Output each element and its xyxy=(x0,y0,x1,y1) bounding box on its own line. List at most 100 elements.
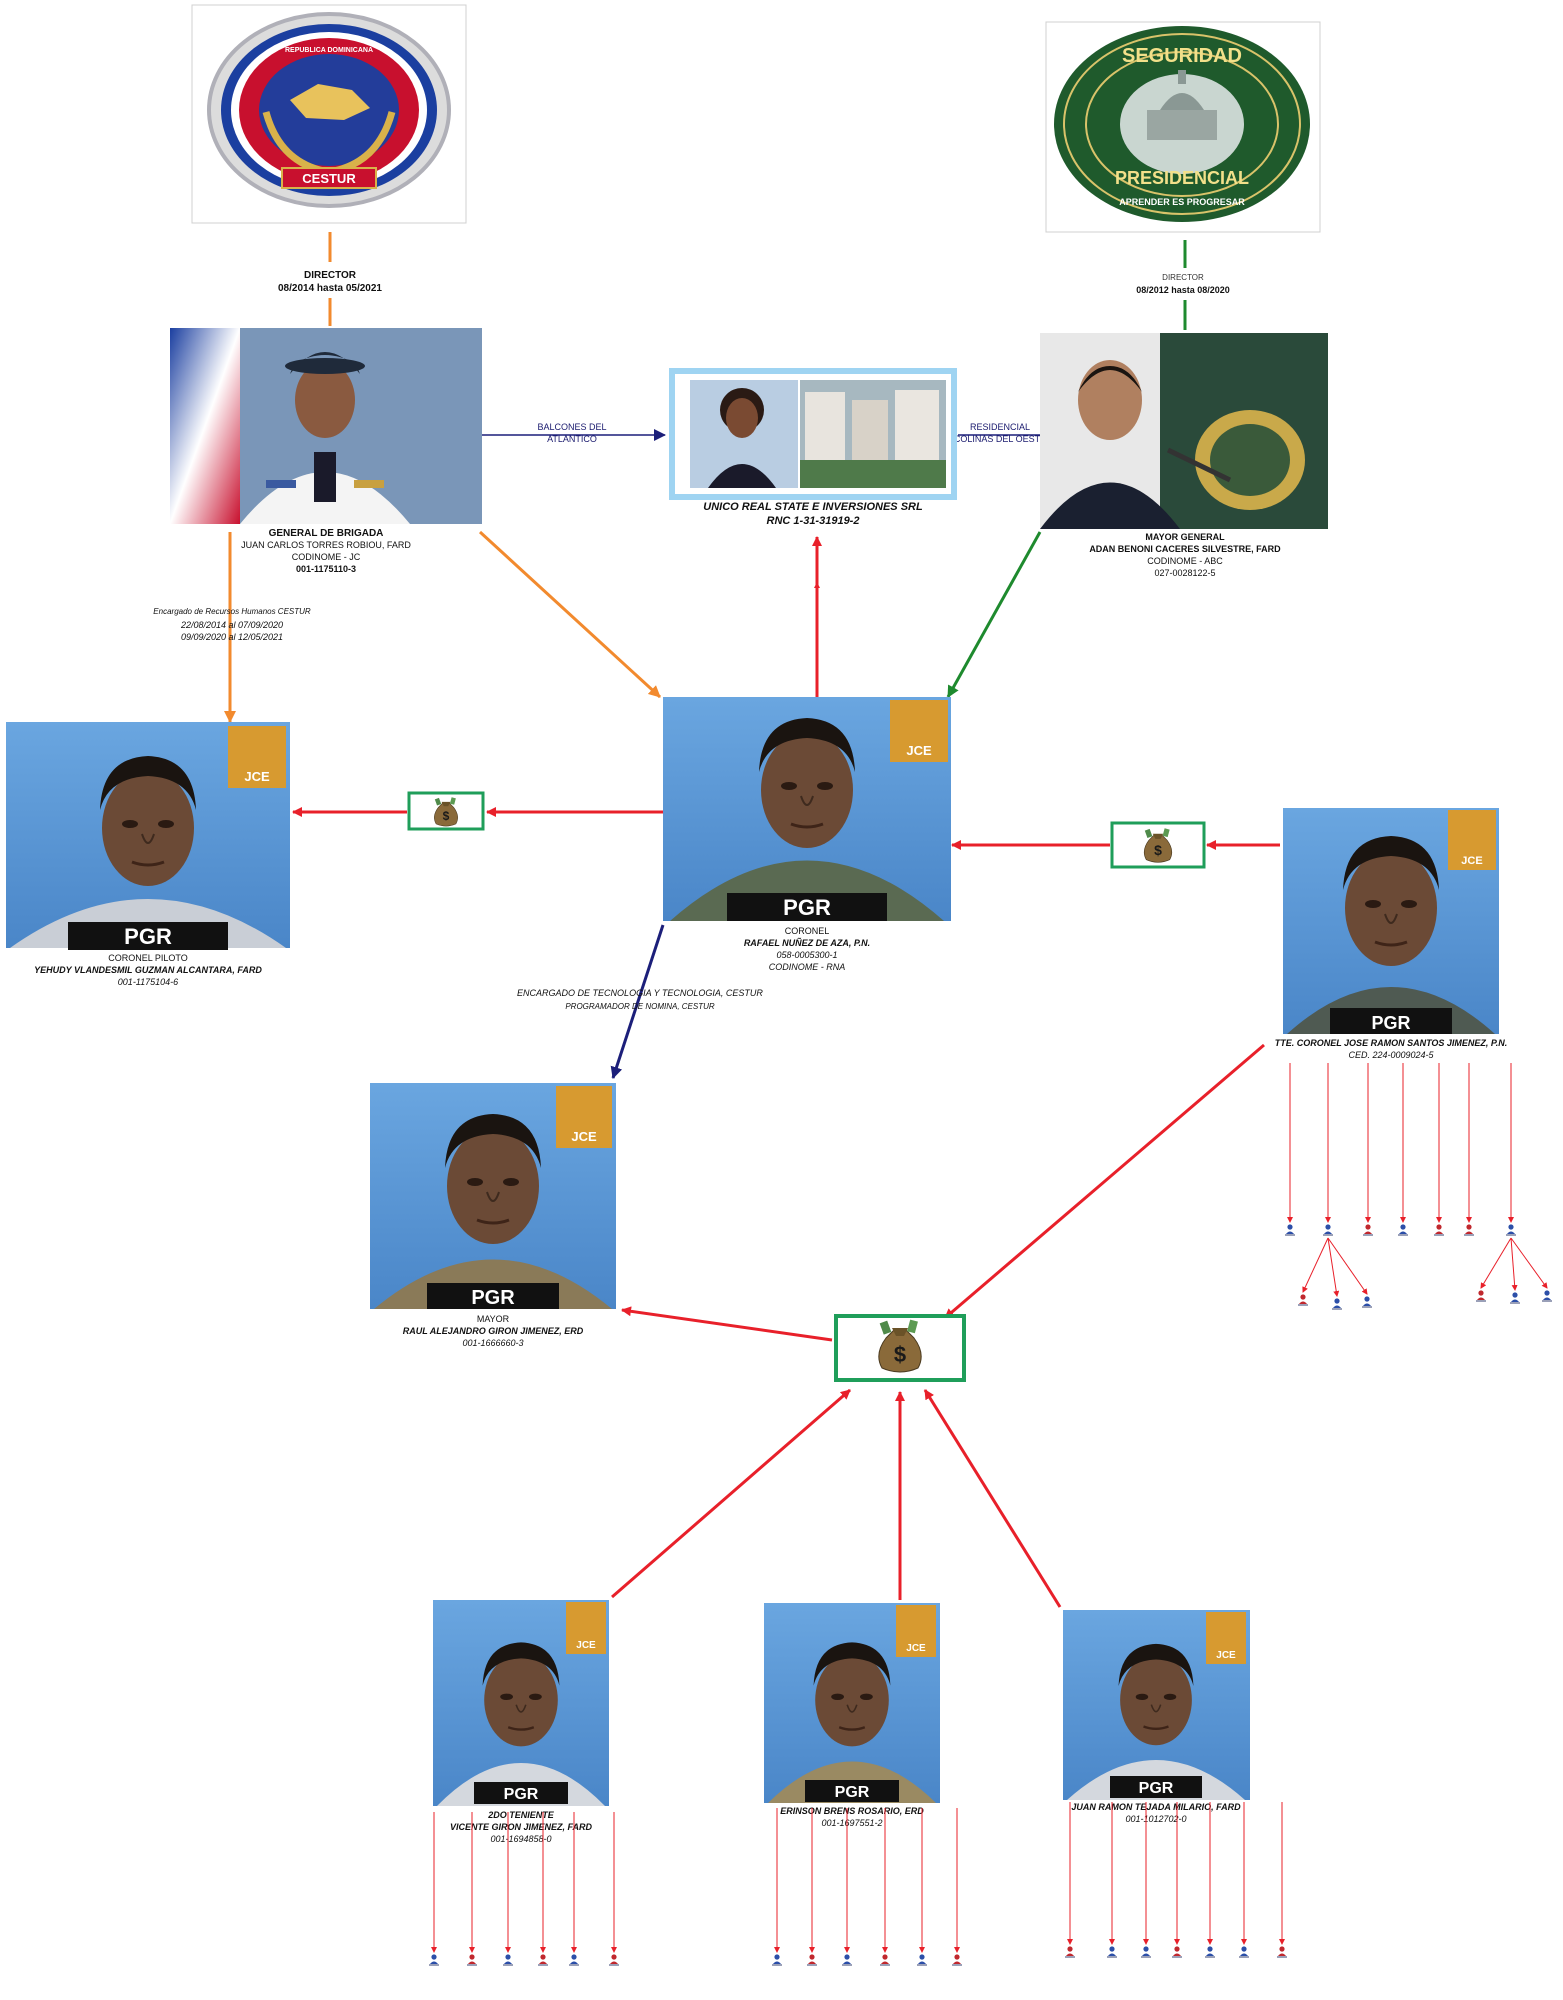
jose-badge: JCE xyxy=(1461,855,1482,867)
company-name: UNICO REAL STATE E INVERSIONES SRL xyxy=(703,501,923,513)
subordinate-person-icon xyxy=(1398,1224,1408,1236)
juan-line1: JUAN RAMON TEJADA MILARIO, FARD xyxy=(1071,1802,1241,1812)
edge-juan-money3 xyxy=(923,1389,1062,1608)
subordinate-person-icon xyxy=(1107,1946,1117,1958)
torres-line1: GENERAL DE BRIGADA xyxy=(269,528,384,539)
erinson-line1: ERINSON BRENS ROSARIO, ERD xyxy=(780,1806,924,1816)
subordinate-person-icon xyxy=(880,1954,890,1966)
residencial-line1: RESIDENCIAL xyxy=(970,422,1030,432)
residencial-line2: COLINAS DEL OESTE xyxy=(954,434,1046,444)
person-raul: PGR JCE MAYOR RAUL ALEJANDRO GIRON JIMEN… xyxy=(370,1083,616,1348)
rafael-line4: CODINOME - RNA xyxy=(769,962,846,972)
person-adan: MAYOR GENERAL ADAN BENONI CACERES SILVES… xyxy=(1040,333,1328,578)
erinson-badge: JCE xyxy=(906,1643,926,1654)
rafael-line1: CORONEL xyxy=(785,926,830,936)
raul-line1: MAYOR xyxy=(477,1314,510,1324)
raul-line2: RAUL ALEJANDRO GIRON JIMENEZ, ERD xyxy=(403,1326,584,1336)
subordinate-person-icon xyxy=(1542,1290,1552,1302)
money-node-central: $ xyxy=(834,1314,966,1382)
company-rnc: RNC 1-31-31919-2 xyxy=(767,515,860,527)
subordinate-person-icon xyxy=(1285,1224,1295,1236)
subordinate-person-icon xyxy=(1239,1946,1249,1958)
person-rafael: PGR JCE CORONEL RAFAEL NUÑEZ DE AZA, P.N… xyxy=(663,697,951,972)
edge-labels: DIRECTOR 08/2014 hasta 05/2021 DIRECTOR … xyxy=(153,270,1229,1011)
vicente-line1: 2DO TENIENTE xyxy=(487,1810,555,1820)
company-node: UNICO REAL STATE E INVERSIONES SRL RNC 1… xyxy=(669,368,957,527)
presidencial-ring-top: SEGURIDAD xyxy=(1122,45,1242,67)
subordinate-person-icon xyxy=(1205,1946,1215,1958)
subordinate-person-icon xyxy=(609,1954,619,1966)
raul-tag: PGR xyxy=(471,1287,515,1309)
subordinate-person-icon xyxy=(917,1954,927,1966)
subordinate-person-icon xyxy=(1476,1290,1486,1302)
subordinate-person-icon xyxy=(1332,1298,1342,1310)
subordinate-person-icon xyxy=(842,1954,852,1966)
subordinate-person-icon xyxy=(1434,1224,1444,1236)
vicente-badge: JCE xyxy=(576,1640,596,1651)
cestur-logo-top-text: REPUBLICA DOMINICANA xyxy=(285,47,373,54)
adan-line4: 027-0028122-5 xyxy=(1154,568,1215,578)
director-left-line2: 08/2014 hasta 05/2021 xyxy=(278,283,382,294)
rafael-badge: JCE xyxy=(906,743,932,758)
subordinate-person-icon xyxy=(952,1954,962,1966)
vicente-line3: 001-1694858-0 xyxy=(490,1834,551,1844)
person-jose: PGR JCE TTE. CORONEL JOSE RAMON SANTOS J… xyxy=(1275,808,1508,1060)
vicente-tag: PGR xyxy=(504,1786,539,1803)
person-juan: PGR JCE JUAN RAMON TEJADA MILARIO, FARD … xyxy=(1063,1610,1250,1824)
torres-line3: CODINOME - JC xyxy=(292,552,361,562)
vicente-line2: VICENTE GIRON JIMENEZ, FARD xyxy=(450,1822,593,1832)
jose-line2: CED. 224-0009024-5 xyxy=(1348,1050,1434,1060)
subordinate-subtrees xyxy=(429,1063,1552,1966)
jose-line1: TTE. CORONEL JOSE RAMON SANTOS JIMENEZ, … xyxy=(1275,1038,1508,1048)
subordinate-person-icon xyxy=(538,1954,548,1966)
encargado-tec-line1: ENCARGADO DE TECNOLOGIA Y TECNOLOGIA, CE… xyxy=(517,988,763,998)
presidencial-logo-panel: SEGURIDAD PRESIDENCIAL APRENDER ES PROGR… xyxy=(1045,21,1321,233)
raul-badge: JCE xyxy=(571,1129,597,1144)
jose-tag: PGR xyxy=(1371,1013,1410,1033)
money-node-small-left: $ xyxy=(407,791,485,831)
subtree-link xyxy=(1510,1237,1548,1289)
balcones-line1: BALCONES DEL xyxy=(537,422,606,432)
adan-line1: MAYOR GENERAL xyxy=(1145,532,1225,542)
money-small-left-symbol: $ xyxy=(443,809,450,823)
presidencial-ring-bottom: PRESIDENCIAL xyxy=(1115,168,1249,188)
encargado-left-line1: Encargado de Recursos Humanos CESTUR xyxy=(153,607,311,616)
subordinate-person-icon xyxy=(1362,1296,1372,1308)
yehudy-line1: CORONEL PILOTO xyxy=(108,953,188,963)
subtree-link xyxy=(1480,1237,1512,1289)
subordinate-person-icon xyxy=(503,1954,513,1966)
edge-rafael-raul xyxy=(610,924,665,1079)
yehudy-tag: PGR xyxy=(124,924,172,949)
presidencial-motto: APRENDER ES PROGRESAR xyxy=(1119,197,1245,207)
subtree-link xyxy=(1327,1237,1340,1297)
yehudy-line3: 001-1175104-6 xyxy=(118,977,178,987)
juan-line2: 001-1012702-0 xyxy=(1125,1814,1186,1824)
subordinate-person-icon xyxy=(1506,1224,1516,1236)
adan-line3: CODINOME - ABC xyxy=(1147,556,1223,566)
subordinate-person-icon xyxy=(429,1954,439,1966)
director-right-line2: 08/2012 hasta 08/2020 xyxy=(1136,285,1230,295)
subtree-link xyxy=(1327,1237,1368,1295)
torres-line2: JUAN CARLOS TORRES ROBIOU, FARD xyxy=(241,540,411,550)
money-small-right-symbol: $ xyxy=(1154,842,1162,858)
torres-line4: 001-1175110-3 xyxy=(296,564,356,574)
edge-jose-money3 xyxy=(944,1043,1265,1320)
erinson-tag: PGR xyxy=(835,1784,870,1801)
subordinate-person-icon xyxy=(772,1954,782,1966)
subordinate-person-icon xyxy=(1363,1224,1373,1236)
subtree-link xyxy=(1302,1237,1329,1293)
subordinate-person-icon xyxy=(569,1954,579,1966)
erinson-line2: 001-1697551-2 xyxy=(821,1818,882,1828)
subordinate-person-icon xyxy=(1464,1224,1474,1236)
rafael-line2: RAFAEL NUÑEZ DE AZA, P.N. xyxy=(744,938,870,948)
person-vicente: PGR JCE 2DO TENIENTE VICENTE GIRON JIMEN… xyxy=(433,1600,609,1844)
yehudy-line2: YEHUDY VLANDESMIL GUZMAN ALCANTARA, FARD xyxy=(34,965,262,975)
juan-badge: JCE xyxy=(1216,1650,1236,1661)
subordinate-person-icon xyxy=(1298,1294,1308,1306)
yehudy-badge: JCE xyxy=(244,769,270,784)
subordinate-person-icon xyxy=(1141,1946,1151,1958)
cestur-logo-panel: CESTUR REPUBLICA DOMINICANA xyxy=(191,4,467,224)
edge-torres-rafael xyxy=(478,530,662,699)
adan-line2: ADAN BENONI CACERES SILVESTRE, FARD xyxy=(1089,544,1281,554)
